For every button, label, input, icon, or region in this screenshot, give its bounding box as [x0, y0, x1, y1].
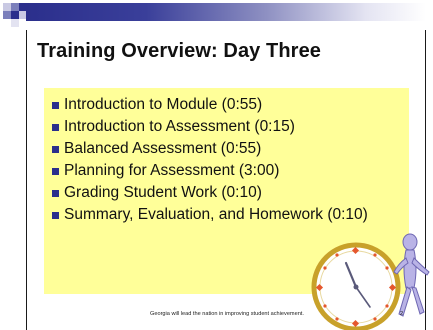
bullet-square-icon	[52, 168, 59, 175]
footer-text: Georgia will lead the nation in improvin…	[150, 311, 304, 317]
walking-figure-icon	[393, 233, 430, 317]
bullet-square-icon	[52, 102, 59, 109]
agenda-box: Introduction to Module (0:55) Introducti…	[44, 88, 409, 294]
agenda-list: Introduction to Module (0:55) Introducti…	[44, 88, 409, 226]
agenda-item: Grading Student Work (0:10)	[52, 182, 409, 204]
bullet-square-icon	[52, 124, 59, 131]
agenda-item: Summary, Evaluation, and Homework (0:10)	[52, 204, 409, 226]
slide-border	[26, 30, 426, 330]
bullet-square-icon	[52, 190, 59, 197]
agenda-item: Introduction to Assessment (0:15)	[52, 116, 409, 138]
clock-icon	[311, 242, 401, 330]
slide-title: Training Overview: Day Three	[37, 40, 322, 62]
agenda-item: Introduction to Module (0:55)	[52, 94, 409, 116]
agenda-item: Planning for Assessment (3:00)	[52, 160, 409, 182]
agenda-item: Balanced Assessment (0:55)	[52, 138, 409, 160]
clock-illustration	[311, 233, 430, 330]
bullet-square-icon	[52, 212, 59, 219]
page-number: 2	[400, 311, 404, 317]
title-bar-gradient	[26, 3, 426, 21]
bullet-square-icon	[52, 146, 59, 153]
